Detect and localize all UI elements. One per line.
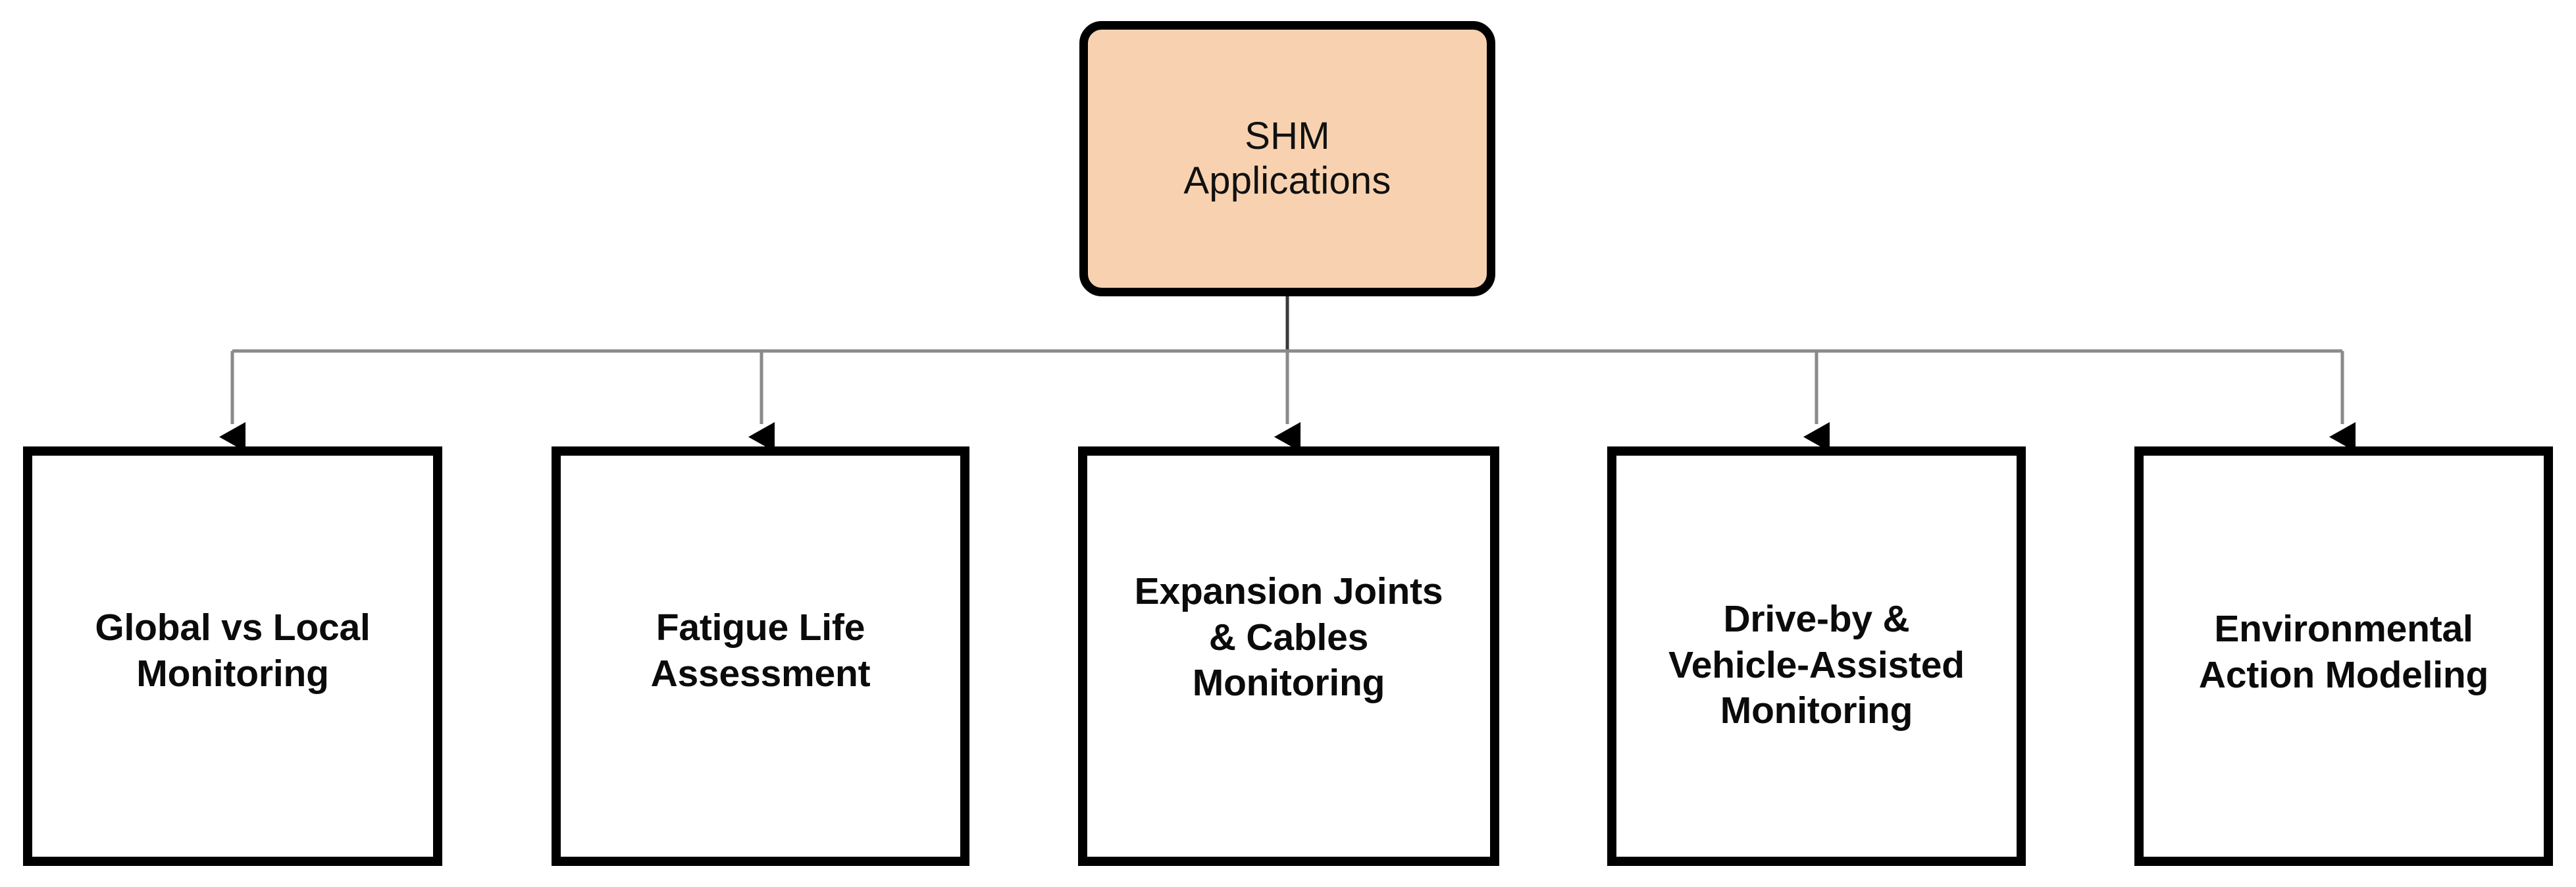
node-environmental-action-modeling[interactable]: Environmental Action Modeling [2134, 446, 2553, 866]
node-drive-by-and-vehicle-assisted-monitoring-label: Drive-by & Vehicle-Assisted Monitoring [1668, 598, 1965, 732]
node-global-vs-local-monitoring[interactable]: Global vs Local Monitoring [23, 446, 442, 866]
node-environmental-action-modeling-label: Environmental Action Modeling [2198, 607, 2489, 696]
node-fatigue-life-assessment-label: Fatigue Life Assessment [650, 606, 871, 695]
node-shm-applications[interactable]: SHM Applications [1079, 21, 1495, 296]
node-shm-applications-label: SHM Applications [1183, 114, 1391, 202]
node-expansion-joints-and-cables-monitoring[interactable]: Expansion Joints & Cables Monitoring [1078, 446, 1499, 866]
node-fatigue-life-assessment[interactable]: Fatigue Life Assessment [552, 446, 969, 866]
node-global-vs-local-monitoring-label: Global vs Local Monitoring [95, 606, 371, 695]
node-expansion-joints-and-cables-monitoring-label: Expansion Joints & Cables Monitoring [1134, 570, 1443, 705]
node-drive-by-and-vehicle-assisted-monitoring[interactable]: Drive-by & Vehicle-Assisted Monitoring [1607, 446, 2026, 866]
